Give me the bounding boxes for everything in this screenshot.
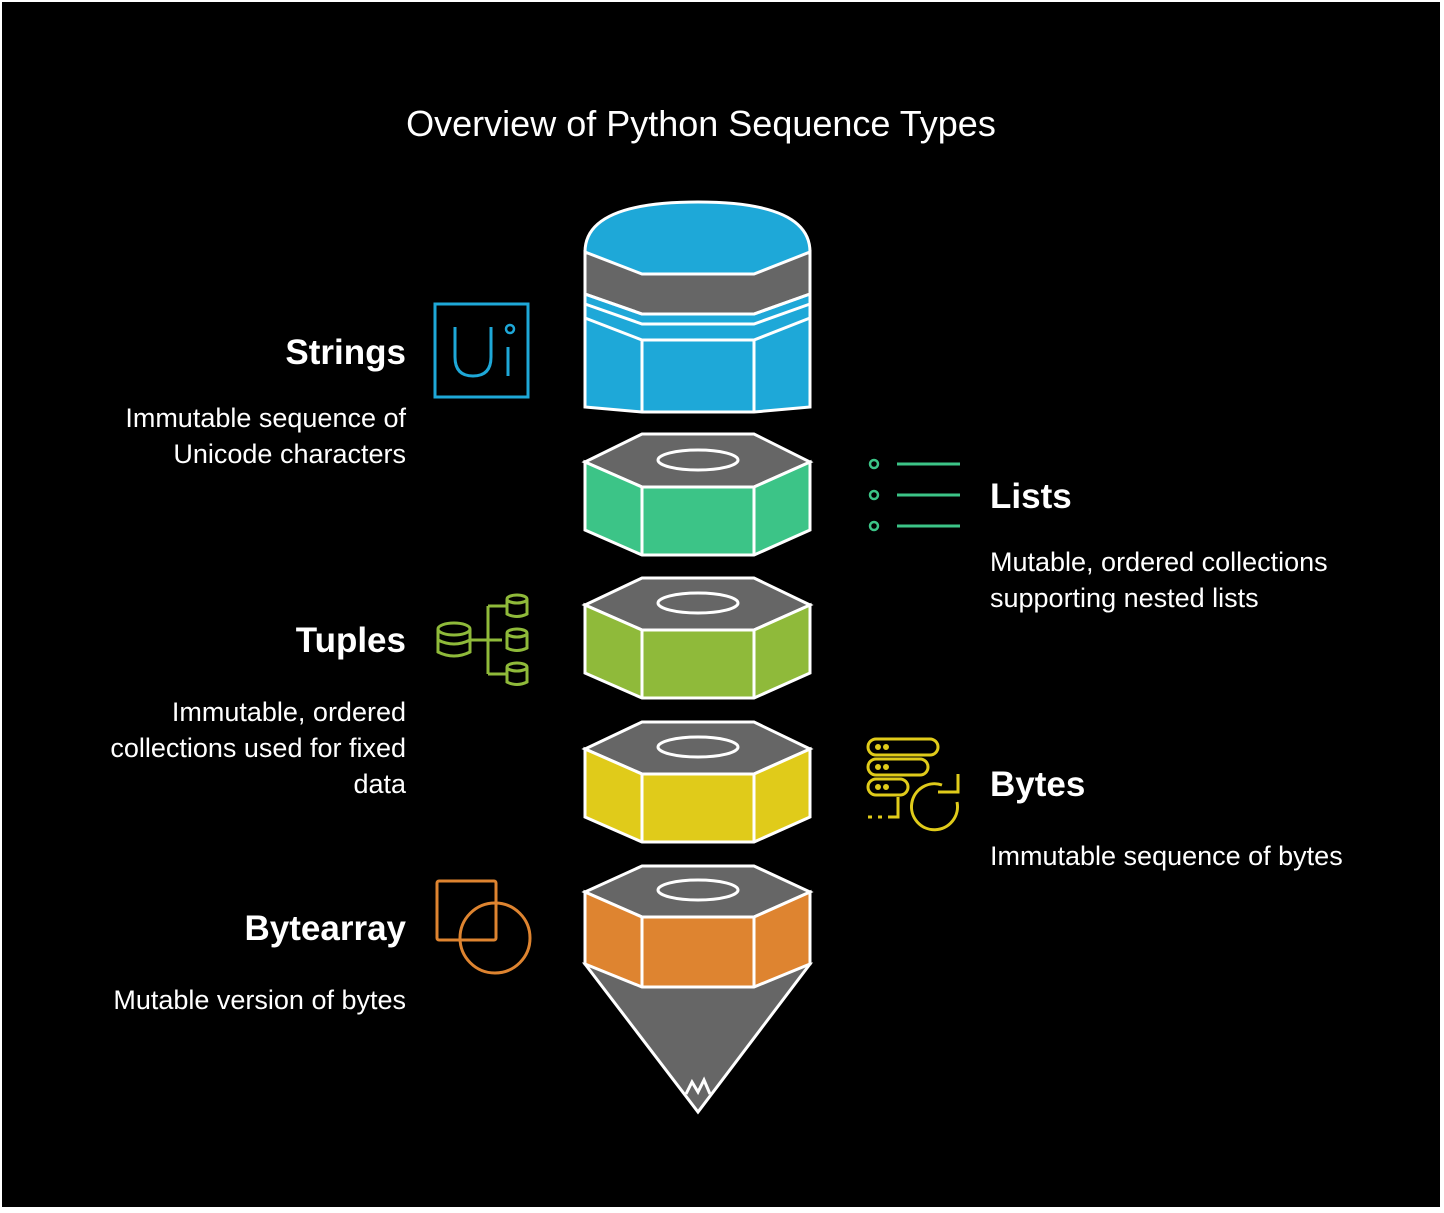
list-icon [868, 458, 960, 532]
bytearray-description: Mutable version of bytes [113, 985, 406, 1015]
bytes-description: Immutable sequence of bytes [990, 841, 1343, 871]
bytes-label: Bytes [990, 765, 1086, 804]
server-refresh-icon [866, 737, 960, 832]
lists-label: Lists [990, 477, 1072, 516]
tower-layer-bytes [581, 720, 814, 844]
strings-description: Immutable sequence of Unicode characters [125, 403, 406, 469]
strings-label: Strings [285, 333, 406, 372]
bytearray-label: Bytearray [244, 909, 407, 948]
tower-layer-strings [583, 200, 812, 414]
tower-layer-bytearray [581, 864, 814, 1115]
database-tree-icon [436, 593, 529, 686]
diagram-title: Overview of Python Sequence Types [406, 103, 996, 144]
lists-description: Mutable, ordered collections supporting … [990, 547, 1328, 613]
shapes-overlap-icon [435, 879, 532, 975]
tower-layer-lists [581, 432, 814, 557]
tower-layer-tuples [581, 576, 814, 700]
tuples-description: Immutable, ordered collections used for … [110, 697, 406, 799]
tuples-label: Tuples [295, 621, 406, 660]
unicode-icon [433, 302, 530, 399]
